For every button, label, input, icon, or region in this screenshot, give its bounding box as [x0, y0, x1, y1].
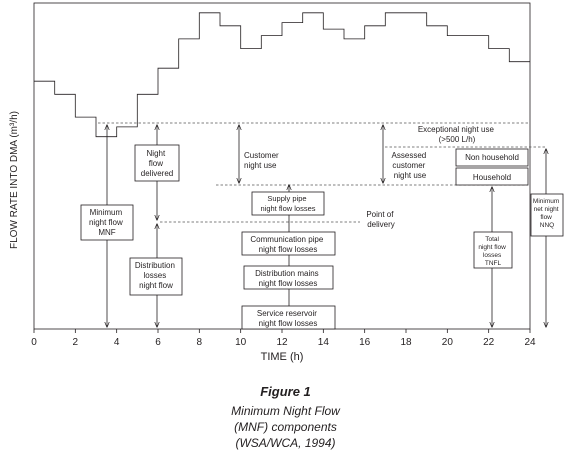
y-axis-label: FLOW RATE INTO DMA (m³/h)	[9, 111, 20, 249]
x-tick-label: 10	[235, 337, 247, 348]
night-flow-delivered-box	[134, 144, 180, 182]
x-tick-label: 8	[197, 337, 203, 348]
x-axis-ticks	[33, 329, 531, 333]
figure-caption-line-2: (MNF) components	[234, 420, 337, 434]
x-axis-label: TIME (h)	[261, 351, 304, 363]
figure-caption-title: Figure 1	[260, 384, 311, 399]
point-of-delivery-label: Point of delivery	[366, 210, 395, 229]
service-reservoir-box	[241, 305, 336, 330]
figure-caption-line-1: Minimum Night Flow	[231, 404, 340, 418]
x-tick-label: 24	[524, 337, 536, 348]
household-box	[455, 167, 529, 186]
x-tick-label: 6	[155, 337, 161, 348]
x-tick-label: 14	[318, 337, 330, 348]
service-reservoir-label: Service reservoir night flow losses	[257, 309, 319, 328]
customer-night-use-label: Customer night use	[244, 151, 281, 170]
tnfl-box	[473, 231, 513, 269]
communication-pipe-box	[241, 231, 336, 256]
household-label: Household	[473, 173, 511, 182]
tnfl-label: Total night flow losses TNFL	[478, 236, 507, 267]
x-tick-label: 0	[31, 337, 37, 348]
supply-pipe-box	[251, 191, 325, 216]
communication-pipe-label: Communication pipe night flow losses	[250, 235, 325, 254]
mnf-box	[80, 204, 134, 241]
x-tick-label: 12	[276, 337, 288, 348]
x-tick-label: 20	[442, 337, 454, 348]
distribution-losses-box	[129, 257, 183, 296]
distribution-mains-label: Distribution mains night flow losses	[255, 269, 321, 288]
assessed-customer-night-use-label: Assessed customer night use	[392, 151, 429, 180]
distribution-losses-label: Distribution losses night flow	[135, 261, 177, 290]
x-tick-label: 4	[114, 337, 120, 348]
x-tick-label: 22	[483, 337, 495, 348]
nnq-label: Minimum net night flow NNQ	[533, 198, 561, 229]
x-tick-label: 2	[73, 337, 79, 348]
non-household-label: Non household	[465, 153, 519, 162]
exceptional-night-use-label: Exceptional night use (>500 L/h)	[418, 125, 496, 144]
supply-pipe-label: Supply pipe night flow losses	[260, 194, 315, 213]
flow-profile-line	[34, 12, 530, 138]
nnq-box	[530, 193, 564, 237]
x-tick-label: 18	[400, 337, 412, 348]
mnf-label: Minimum night flow MNF	[89, 208, 125, 237]
x-tick-label: 16	[359, 337, 371, 348]
figure-caption-line-3: (WSA/WCA, 1994)	[235, 436, 336, 450]
night-flow-delivered-label: Night flow delivered	[141, 149, 173, 178]
non-household-box	[455, 148, 529, 167]
distribution-mains-box	[243, 265, 334, 290]
